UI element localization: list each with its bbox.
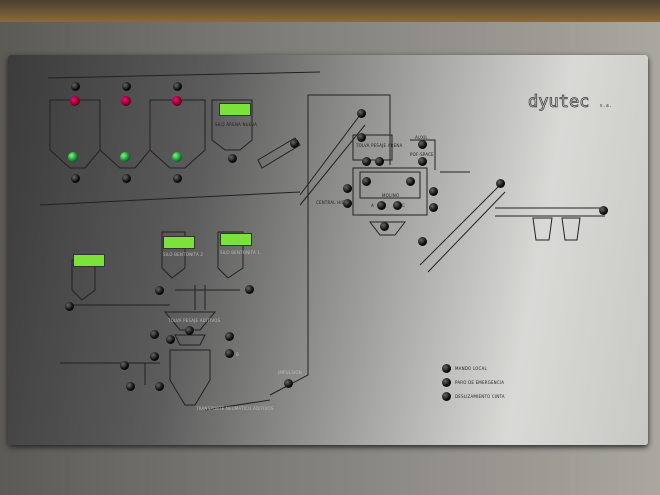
label-marker-a: A [371,203,374,208]
control-panel [8,55,648,445]
green-indicator-lamp [172,152,182,162]
label-silo-bentonita-2: SILO BENTONITA 2 [163,252,204,257]
label-marker-c: C [402,203,405,208]
push-button[interactable] [228,154,237,163]
push-button[interactable] [284,379,293,388]
label-silo-bentonita-1: SILO BENTONITA 1 [220,250,261,255]
push-button[interactable] [225,332,234,341]
push-button[interactable] [496,179,505,188]
label-auxil: AUXIL [415,135,428,140]
push-button[interactable] [245,285,254,294]
legend-mando-local-icon [442,364,451,373]
push-button[interactable] [290,139,299,148]
red-indicator-lamp [172,96,182,106]
push-button[interactable] [122,174,131,183]
lcd-display [220,233,252,246]
push-button[interactable] [418,157,427,166]
label-impulsion: IMPULSION [278,370,302,375]
push-button[interactable] [429,187,438,196]
push-button[interactable] [380,222,389,231]
push-button[interactable] [150,352,159,361]
push-button[interactable] [377,201,386,210]
legend-deslizamiento-icon [442,392,451,401]
push-button[interactable] [418,237,427,246]
push-button[interactable] [71,174,80,183]
lcd-display [73,254,105,267]
push-button[interactable] [343,199,352,208]
push-button[interactable] [357,133,366,142]
push-button[interactable] [155,382,164,391]
lcd-display [219,103,251,116]
legend-paro-emergencia: PARO DE EMERGENCIA [455,380,505,385]
push-button[interactable] [362,157,371,166]
label-tolva-arena: TOLVA PESAJE ARENA [356,143,403,148]
push-button[interactable] [406,177,415,186]
legend-mando-local: MANDO LOCAL [455,366,487,371]
logo-suffix: s.a. [599,103,612,109]
lcd-display [163,236,195,249]
logo-text: dyutec [528,92,590,113]
push-button[interactable] [185,326,194,335]
push-button[interactable] [225,349,234,358]
label-molino: MOLINO [382,193,400,198]
push-button[interactable] [150,330,159,339]
label-central-hid: CENTRAL HID. [316,200,347,205]
push-button[interactable] [362,177,371,186]
indicator-lamp [71,82,80,91]
push-button[interactable] [375,157,384,166]
push-button[interactable] [173,174,182,183]
red-indicator-lamp [70,96,80,106]
push-button[interactable] [429,203,438,212]
push-button[interactable] [155,286,164,295]
dyutec-logo: dyutec s.a. [528,92,612,113]
indicator-lamp [122,82,131,91]
wood-frame [0,0,660,22]
push-button[interactable] [418,140,427,149]
label-marker-b: B [236,352,239,357]
push-button[interactable] [120,361,129,370]
push-button[interactable] [65,302,74,311]
push-button[interactable] [357,109,366,118]
green-indicator-lamp [68,152,78,162]
legend-paro-emergencia-icon [442,378,451,387]
push-button[interactable] [343,184,352,193]
legend-deslizamiento: DESLIZAMIENTO CINTA [455,394,505,399]
red-indicator-lamp [121,96,131,106]
push-button[interactable] [126,382,135,391]
green-indicator-lamp [120,152,130,162]
label-silo-arena: SILO ARENA NUEVA [215,122,258,127]
push-button[interactable] [599,206,608,215]
label-pof-space: POF-SPACE [410,152,434,157]
indicator-lamp [173,82,182,91]
label-transporte: TRANSPORTE NEUMATICO ADITIVOS [196,406,274,411]
push-button[interactable] [166,335,175,344]
push-button[interactable] [393,201,402,210]
label-tolva-aditivos: TOLVA PESAJE ADITIVOS [168,318,221,323]
